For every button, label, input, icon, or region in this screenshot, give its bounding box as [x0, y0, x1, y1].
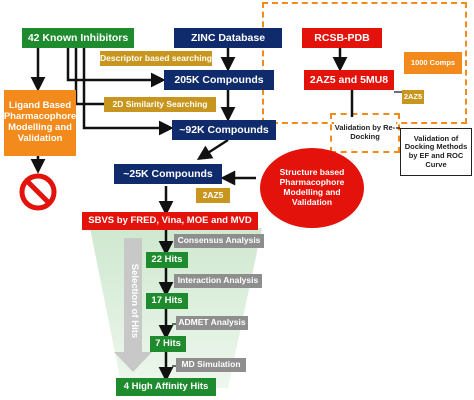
- structure-pharmacophore-ellipse: Structure based Pharmacophore Modelling …: [260, 148, 364, 228]
- hits-7-box: 7 Hits: [150, 336, 186, 352]
- admet-analysis-label: ADMET Analysis: [176, 316, 248, 330]
- pdb-ids-box: 2AZ5 and 5MU8: [304, 70, 394, 90]
- pdb-2az5-small-label: 2AZ5: [402, 90, 424, 104]
- compounds-205k-box: 205K Compounds: [164, 70, 274, 90]
- rcsb-pdb-box: RCSB-PDB: [302, 28, 382, 48]
- similarity-searching-label: 2D Similarity Searching: [104, 97, 216, 112]
- compounds-25k-box: ~25K Compounds: [114, 164, 222, 184]
- comps-1000-label: 1000 Comps: [404, 52, 462, 74]
- interaction-analysis-label: Interaction Analysis: [174, 274, 262, 288]
- sbvs-box: SBVS by FRED, Vina, MOE and MVD: [82, 212, 258, 230]
- descriptor-searching-label: Descriptor based searching: [100, 51, 212, 66]
- zinc-database-box: ZINC Database: [174, 28, 282, 48]
- md-simulation-label: MD Simulation: [176, 358, 246, 372]
- docking-validation-box: Validation of Docking Methods by EF and …: [400, 128, 472, 176]
- prohibited-icon: [19, 173, 57, 211]
- pdb-2az5-label: 2AZ5: [196, 188, 230, 203]
- consensus-analysis-label: Consensus Analysis: [174, 234, 264, 248]
- validation-dashed-frame: [330, 113, 400, 153]
- ligand-pharmacophore-box: Ligand Based Pharmacophore Modelling and…: [4, 90, 76, 156]
- known-inhibitors-box: 42 Known Inhibitors: [22, 28, 134, 48]
- compounds-92k-box: ~92K Compounds: [172, 120, 276, 140]
- hits-17-box: 17 Hits: [146, 293, 188, 309]
- hits-22-box: 22 Hits: [146, 252, 188, 268]
- hits-4-box: 4 High Affinity Hits: [116, 378, 216, 396]
- redocking-box: Validation by Re-Docking: [334, 117, 396, 149]
- selection-of-hits-label: Selection of Hits: [129, 263, 140, 339]
